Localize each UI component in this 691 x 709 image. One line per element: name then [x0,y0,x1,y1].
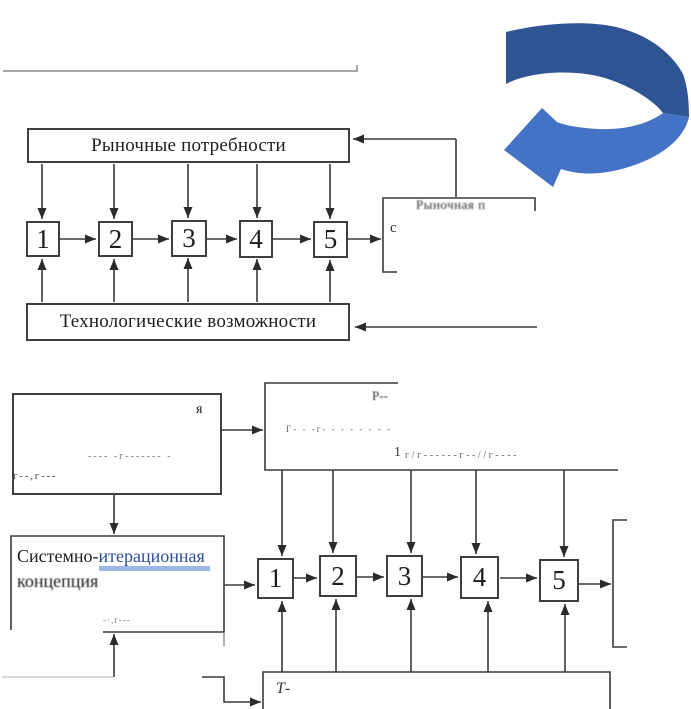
bottom-stage-box-3: 3 [386,555,423,597]
stage-number: 2 [331,560,345,591]
swoosh-bottom-band-arrowhead [504,108,689,187]
market-needs-label: Рыночные потребности [91,134,286,156]
concept-title-black: Системно- [17,546,99,566]
market-needs-box: Рыночные потребности [27,128,350,163]
upper-box-faint-line2: г/г‑‑‑‑‑‑г‑‑//г‑‑‑‑ [405,450,520,461]
bottom-box-outline [262,671,611,709]
swoosh-top-band [506,23,689,117]
upper-box-title: Р‑‑ [372,388,388,403]
top-stage-box-2: 2 [98,221,133,257]
input-box [12,393,222,495]
stage-number: 5 [323,224,338,254]
top-stage-box-4: 4 [239,220,273,258]
concept-box-faint-text: ‑·,г‑‑‑ [103,615,131,625]
blue-swoosh-arrow [504,23,689,187]
bottom-stage-box-5: 5 [539,559,579,602]
input-box-faint-bottom-text: г‑‑,г‑‑‑ [13,470,58,482]
stage-number: 2 [108,223,123,254]
upper-box-faint-line2-prefix: 1 [394,445,401,460]
clipped-next-box-outline [612,519,627,648]
bottom-stage-box-2: 2 [319,555,357,597]
result-box-letter: с [390,220,397,236]
concept-box-title-line2: концепция [17,571,99,591]
bottom-stage-box-1: 1 [257,558,294,599]
faded-top-rule [3,65,358,72]
concept-title-blue-link: итерационная [98,546,210,571]
concept-box-outline [10,535,225,633]
input-box-faint-text: ‑‑‑‑ ‑г‑‑‑‑‑‑‑ ‑ [88,451,173,462]
result-box-title: Рыночная п [416,197,486,212]
stage-number: 1 [268,563,283,593]
tech-capabilities-box: Технологические возможности [26,303,350,341]
stage-number: 5 [552,565,566,595]
top-stage-box-5: 5 [313,221,348,258]
top-stage-box-1: 1 [26,221,60,257]
connector-lines [2,134,627,709]
input-box-corner-letter: я [196,402,203,417]
upper-box-outline [264,382,618,471]
upper-box-faint-line1: Г‑ ‑ ‑г‑ ‑ ‑ ‑ ‑ ‑ ‑ ‑ [286,424,393,434]
tech-capabilities-label: Технологические возможности [59,311,317,332]
result-box-outline [382,197,536,273]
bottom-box-label: Т- [276,680,291,697]
stage-number: 4 [472,562,487,592]
stage-number: 3 [182,223,196,253]
stage-number: 1 [36,223,50,254]
concept-box-title: Системно-итерационная [17,546,210,571]
top-stage-box-3: 3 [171,220,207,257]
stage-number: 4 [249,223,263,254]
bottom-stage-box-4: 4 [460,556,499,599]
stage-number: 3 [397,560,412,591]
